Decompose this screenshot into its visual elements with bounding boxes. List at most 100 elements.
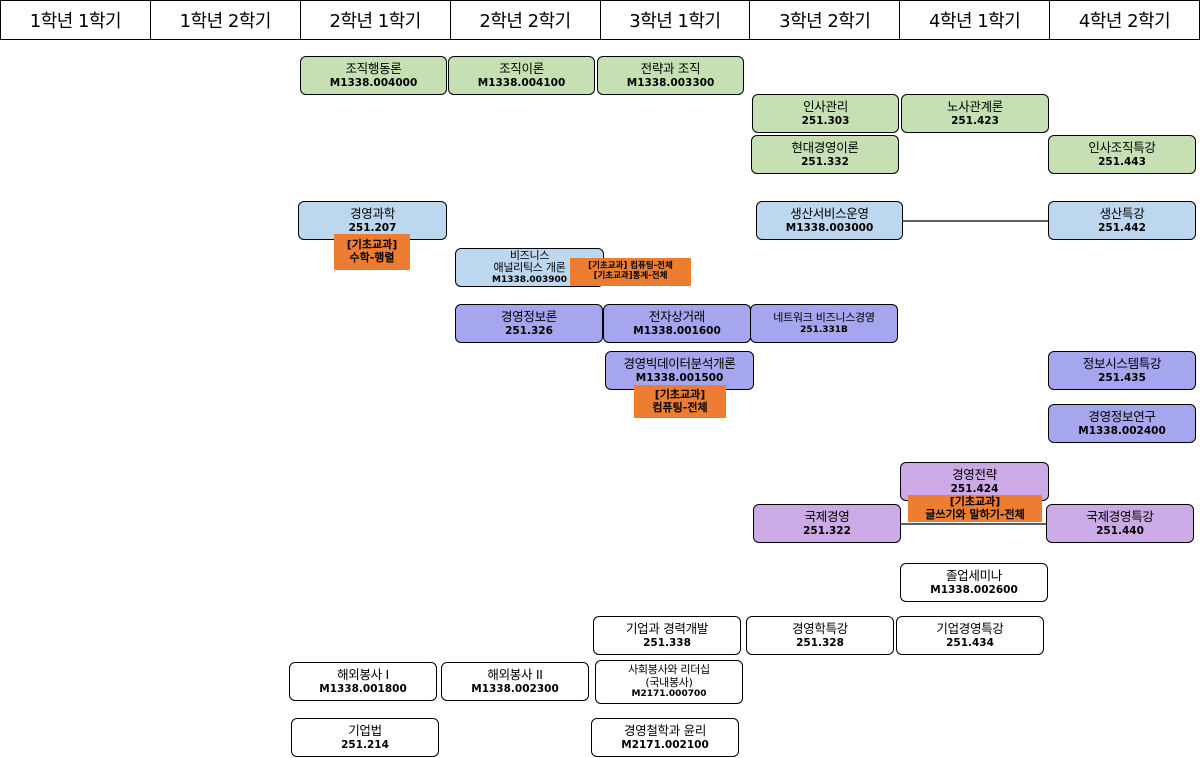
course-name: 전자상거래 bbox=[648, 309, 705, 325]
course-name: 국제경영특강 bbox=[1086, 509, 1154, 525]
tag-line: [기초교과] bbox=[346, 238, 398, 252]
course-corporate-law[interactable]: 기업법 251.214 bbox=[291, 718, 439, 757]
course-labor-relations[interactable]: 노사관계론 251.423 bbox=[901, 94, 1049, 133]
semester-header-cell: 1학년 1학기 bbox=[1, 1, 151, 39]
course-code: 251.303 bbox=[801, 114, 850, 127]
tag-line: [기초교과] bbox=[949, 494, 1001, 508]
course-code: 251.326 bbox=[505, 324, 553, 337]
semester-header-cell: 3학년 1학기 bbox=[601, 1, 751, 39]
tag-line: [기초교과]통계-전체 bbox=[593, 271, 668, 281]
course-code: M2171.002100 bbox=[621, 738, 709, 751]
course-name: 경영철학과 윤리 bbox=[623, 723, 707, 739]
course-code: 251.440 bbox=[1096, 524, 1144, 537]
course-name: 조직이론 bbox=[499, 61, 544, 77]
course-code: M1338.002300 bbox=[471, 682, 559, 695]
course-name: 경영과학 bbox=[350, 206, 395, 222]
tag-line: [기초교과] 컴퓨팅-전체 bbox=[588, 261, 673, 272]
course-career-dev[interactable]: 기업과 경력개발 251.338 bbox=[593, 616, 741, 655]
course-code: 251.328 bbox=[796, 636, 844, 649]
semester-header-cell: 4학년 1학기 bbox=[900, 1, 1051, 39]
course-modern-mgmt-theory[interactable]: 현대경영이론 251.332 bbox=[751, 135, 899, 174]
course-name: 졸업세미나 bbox=[945, 568, 1002, 584]
course-name: (국내봉사) bbox=[645, 675, 693, 689]
course-network-biz[interactable]: 네트워크 비즈니스경영 251.331B bbox=[750, 304, 898, 343]
course-mgmt-science[interactable]: 경영과학 251.207 bbox=[298, 201, 447, 240]
course-strategic-mgmt[interactable]: 경영전략 251.424 bbox=[900, 462, 1049, 501]
course-intl-mgmt-topics[interactable]: 국제경영특강 251.440 bbox=[1046, 504, 1194, 543]
course-social-volunteer[interactable]: 사회봉사와 리더십 (국내봉사) M2171.000700 bbox=[595, 660, 743, 704]
course-code: M1338.001500 bbox=[635, 371, 724, 384]
course-name: 비즈니스 bbox=[509, 248, 550, 262]
course-prod-topics[interactable]: 생산특강 251.442 bbox=[1048, 201, 1196, 240]
course-graduation-seminar[interactable]: 졸업세미나 M1338.002600 bbox=[900, 563, 1048, 602]
tag-line: [기초교과] bbox=[654, 387, 706, 401]
course-strategy-org[interactable]: 전략과 조직 M1338.003300 bbox=[597, 56, 744, 95]
course-code: 251.331B bbox=[800, 324, 848, 335]
course-code: M1338.001600 bbox=[633, 324, 721, 337]
course-code: M1338.004100 bbox=[477, 76, 566, 89]
course-mis[interactable]: 경영정보론 251.326 bbox=[455, 304, 603, 343]
course-name: 경영빅데이터분석개론 bbox=[623, 356, 736, 372]
course-name: 해외봉사 I bbox=[337, 667, 389, 683]
course-name: 경영정보연구 bbox=[1088, 409, 1156, 425]
course-name: 인사조직특강 bbox=[1088, 140, 1156, 156]
course-name: 애널리틱스 개론 bbox=[493, 261, 566, 275]
course-org-theory[interactable]: 조직이론 M1338.004100 bbox=[448, 56, 595, 95]
semester-header: 1학년 1학기 1학년 2학기 2학년 1학기 2학년 2학기 3학년 1학기 … bbox=[0, 0, 1200, 40]
semester-header-cell: 2학년 1학기 bbox=[301, 1, 451, 39]
semester-header-cell: 2학년 2학기 bbox=[451, 1, 601, 39]
course-name: 생산특강 bbox=[1099, 206, 1145, 222]
course-name: 국제경영 bbox=[804, 509, 850, 525]
course-prod-service-ops[interactable]: 생산서비스운영 M1338.003000 bbox=[756, 201, 903, 240]
course-name: 해외봉사 II bbox=[487, 667, 543, 683]
course-name: 사회봉사와 리더십 bbox=[628, 663, 710, 677]
course-code: M1338.002400 bbox=[1078, 424, 1166, 437]
course-name: 현대경영이론 bbox=[791, 140, 859, 156]
course-code: M1338.003900 bbox=[492, 274, 567, 285]
course-name: 기업과 경력개발 bbox=[625, 621, 709, 637]
course-code: M1338.001800 bbox=[319, 682, 407, 695]
course-code: M1338.003000 bbox=[785, 221, 874, 234]
course-name: 기업경영특강 bbox=[936, 621, 1004, 637]
course-overseas-volunteer-1[interactable]: 해외봉사 I M1338.001800 bbox=[289, 662, 437, 701]
course-overseas-volunteer-2[interactable]: 해외봉사 II M1338.002300 bbox=[441, 662, 589, 701]
course-is-topics[interactable]: 정보시스템특강 251.435 bbox=[1048, 351, 1196, 390]
prereq-tag-writing: [기초교과] 글쓰기와 말하기-전체 bbox=[908, 495, 1042, 522]
course-code: 251.322 bbox=[803, 524, 851, 537]
course-code: 251.207 bbox=[348, 221, 397, 234]
course-intl-mgmt[interactable]: 국제경영 251.322 bbox=[753, 504, 901, 543]
course-mgmt-topics[interactable]: 경영학특강 251.328 bbox=[746, 616, 894, 655]
tag-line: 글쓰기와 말하기-전체 bbox=[925, 507, 1025, 521]
prereq-tag-computing: [기초교과] 컴퓨팅-전체 bbox=[634, 385, 726, 418]
tag-line: 컴퓨팅-전체 bbox=[652, 400, 708, 414]
course-name: 경영학특강 bbox=[791, 621, 848, 637]
course-hr-mgmt[interactable]: 인사관리 251.303 bbox=[752, 94, 899, 133]
course-code: 251.332 bbox=[801, 155, 849, 168]
course-hr-org-topics[interactable]: 인사조직특강 251.443 bbox=[1048, 135, 1196, 174]
course-name: 기업법 bbox=[348, 723, 382, 739]
semester-header-cell: 4학년 2학기 bbox=[1078, 11, 1171, 32]
course-code: M1338.003300 bbox=[626, 76, 715, 89]
course-name: 생산서비스운영 bbox=[790, 206, 869, 222]
course-name: 전략과 조직 bbox=[640, 61, 701, 77]
course-code: M1338.002600 bbox=[930, 583, 1018, 596]
course-code: M2171.000700 bbox=[631, 689, 707, 700]
semester-header-cell: 3학년 2학기 bbox=[750, 1, 901, 39]
course-code: 251.434 bbox=[946, 636, 994, 649]
course-name: 경영정보론 bbox=[500, 309, 557, 325]
course-org-behavior[interactable]: 조직행동론 M1338.004000 bbox=[300, 56, 447, 95]
course-code: 251.423 bbox=[951, 114, 999, 127]
course-code: 251.214 bbox=[341, 738, 389, 751]
course-name: 인사관리 bbox=[803, 99, 848, 115]
course-philosophy-ethics[interactable]: 경영철학과 윤리 M2171.002100 bbox=[591, 718, 739, 757]
course-code: 251.435 bbox=[1098, 371, 1146, 384]
course-ecommerce[interactable]: 전자상거래 M1338.001600 bbox=[603, 304, 751, 343]
course-corp-mgmt-topics[interactable]: 기업경영특강 251.434 bbox=[896, 616, 1044, 655]
course-mis-research[interactable]: 경영정보연구 M1338.002400 bbox=[1048, 404, 1196, 443]
course-name: 네트워크 비즈니스경영 bbox=[773, 311, 875, 324]
course-code: 251.424 bbox=[950, 482, 999, 495]
course-code: 251.443 bbox=[1098, 155, 1146, 168]
semester-header-cell: 1학년 2학기 bbox=[151, 1, 301, 39]
course-code: 251.338 bbox=[643, 636, 691, 649]
prereq-tag-analytics: [기초교과] 컴퓨팅-전체 [기초교과]통계-전체 bbox=[570, 258, 691, 286]
